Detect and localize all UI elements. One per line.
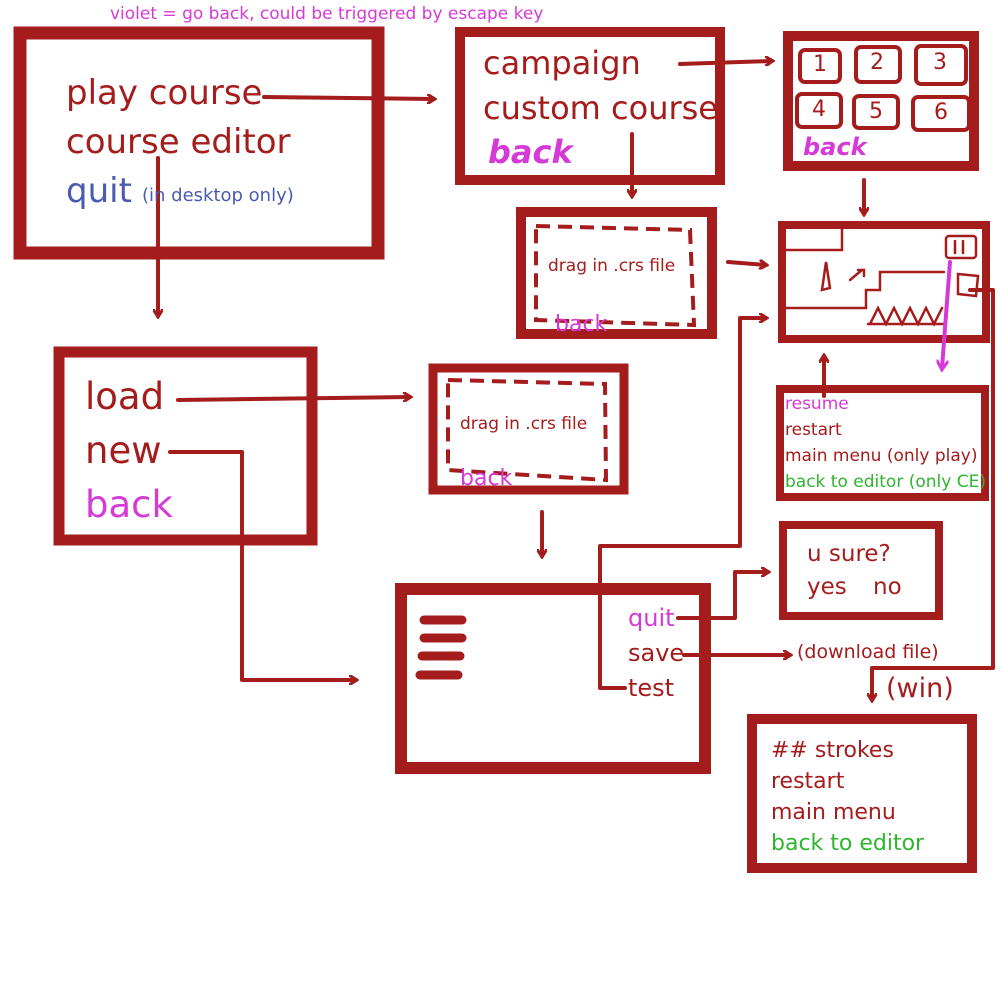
editor-menu-load[interactable]: load: [85, 375, 165, 418]
win-back-to-editor[interactable]: back to editor: [771, 831, 925, 856]
arrow-pause-violet: [942, 260, 952, 368]
level-label-4[interactable]: 4: [812, 97, 826, 122]
tile-4: [795, 92, 843, 129]
legend-text: violet = go back, could be triggered by …: [110, 4, 544, 24]
arrow-test-to-game: [598, 318, 766, 690]
arrow-quit-to-confirm: [676, 572, 768, 620]
menu-quit[interactable]: quit: [66, 171, 132, 211]
frame-editor-load: [428, 363, 629, 495]
arrow-campaign-to-levels: [678, 61, 772, 64]
tile-1: [798, 48, 842, 84]
menu-course-editor[interactable]: course editor: [66, 122, 291, 162]
frame-confirm: [779, 521, 943, 620]
game-terrain: [782, 226, 946, 326]
win-restart[interactable]: restart: [771, 769, 845, 794]
game-flag: [956, 272, 980, 298]
level-label-3[interactable]: 3: [933, 50, 947, 75]
tile-5: [852, 94, 900, 130]
confirm-question: u sure?: [807, 541, 891, 567]
tile-3: [914, 44, 968, 86]
game-spikes: [868, 305, 944, 327]
pause-glyph: [953, 239, 965, 255]
frame-game: [778, 221, 990, 343]
level-select-back[interactable]: back: [803, 133, 867, 161]
tile-6: [911, 95, 971, 132]
frame-custom-load: [516, 207, 717, 339]
confirm-no[interactable]: no: [873, 574, 902, 600]
editor-save[interactable]: save: [628, 639, 685, 667]
win-label: (win): [886, 673, 954, 704]
editor-quit[interactable]: quit: [628, 604, 675, 632]
pause-resume[interactable]: resume: [785, 394, 849, 414]
pause-restart[interactable]: restart: [785, 420, 842, 440]
editor-menu-new[interactable]: new: [85, 429, 162, 472]
frame-main-menu: [13, 26, 385, 260]
arrow-load-to-game: [726, 262, 766, 265]
frame-pause-menu: [776, 385, 989, 501]
custom-load-back[interactable]: back: [555, 312, 608, 337]
level-label-1[interactable]: 1: [813, 52, 827, 77]
arrow-play-to-playmenu: [262, 97, 434, 99]
level-label-2[interactable]: 2: [870, 50, 884, 75]
pause-back-to-editor[interactable]: back to editor (only CE): [785, 472, 986, 492]
game-aim-arrow: [848, 268, 866, 282]
custom-drop-text[interactable]: drag in .crs file: [548, 256, 676, 276]
arrow-game-to-win: [872, 288, 995, 700]
editor-load-back[interactable]: back: [460, 466, 513, 491]
menu-play-course[interactable]: play course: [66, 73, 263, 113]
editor-test[interactable]: test: [628, 674, 675, 702]
download-label: (download file): [797, 641, 939, 663]
pause-button: [944, 234, 978, 260]
frame-level-select: [783, 31, 979, 171]
pause-main-menu[interactable]: main menu (only play): [785, 446, 978, 466]
level-label-6[interactable]: 6: [934, 100, 948, 125]
dropzone-custom: [534, 223, 697, 328]
menu-campaign[interactable]: campaign: [483, 44, 641, 82]
frame-editor-menu: [53, 346, 318, 546]
game-ball: [820, 261, 832, 292]
frame-win-menu: [747, 714, 977, 873]
win-main-menu[interactable]: main menu: [771, 800, 896, 825]
frame-play-menu: [455, 27, 725, 185]
level-label-5[interactable]: 5: [869, 99, 883, 124]
quit-note: (in desktop only): [142, 185, 294, 206]
menu-custom-course[interactable]: custom course: [483, 89, 718, 127]
play-menu-back[interactable]: back: [488, 133, 573, 171]
arrow-new-to-editor: [168, 450, 356, 680]
win-strokes: ## strokes: [771, 738, 894, 763]
editor-drop-text[interactable]: drag in .crs file: [460, 414, 588, 434]
dropzone-editor: [446, 377, 609, 483]
confirm-yes[interactable]: yes: [807, 574, 847, 600]
arrow-menu-load-to-dropzone: [176, 397, 410, 400]
editor-menu-back[interactable]: back: [85, 483, 173, 526]
tile-2: [854, 45, 902, 84]
